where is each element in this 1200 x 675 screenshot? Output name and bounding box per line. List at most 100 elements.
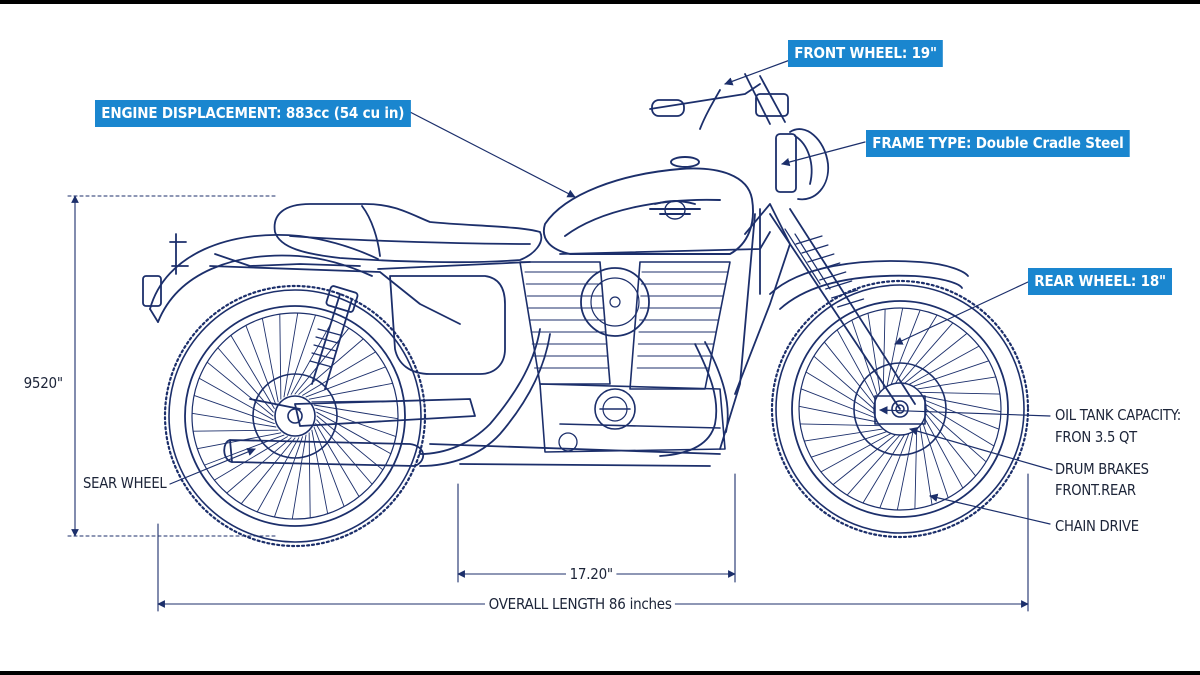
spoke [261,317,279,403]
fork-spring-coil [807,253,835,263]
spoke [810,431,888,458]
swingarm [249,285,476,427]
spoke [899,322,954,384]
spoke [313,404,399,420]
spoke [886,307,904,387]
drum-brakes-value: FRONT.REAR [1055,481,1136,499]
front-wheel-callout: FRONT WHEEL: 19" [788,40,944,67]
spoke [206,361,274,417]
fuel-tank [542,156,754,255]
spoke [313,426,345,507]
spoke [245,325,277,406]
exhaust [223,328,729,467]
spoke [922,395,1002,413]
oil-tank [389,275,506,375]
fork-spring-coil [795,235,823,245]
spoke [192,429,279,432]
spoke [813,355,875,410]
spoke [283,312,299,398]
rear-wheel-callout: REAR WHEEL: 18" [1028,268,1173,295]
rear-wheel [163,284,427,548]
height-dimension: 9520" [23,374,63,392]
spoke [230,334,275,409]
fork-spring-coil [825,280,853,290]
spoke [198,377,274,421]
spoke [308,432,311,519]
spoke [846,434,901,496]
spoke [919,425,933,506]
spoke [890,309,921,386]
fork-spring-coil [836,298,865,308]
spoke [302,351,377,396]
spoke [287,314,317,396]
spoke [193,394,275,424]
fork-spring-coil [831,289,859,299]
spoke [925,404,995,447]
spoke [191,412,277,428]
front-fender [769,260,969,310]
frame-type-callout: FRAME TYPE: Double Cradle Steel [866,130,1130,157]
spoke [912,360,990,387]
wheelbase-dimension: 17.20" [566,565,617,583]
front-wheel [770,279,1030,539]
spoke [923,417,964,489]
leader-lines [169,59,1053,525]
drum-brakes-label: DRUM BRAKES [1055,460,1149,478]
fork-spring-coil [819,271,847,281]
spoke [923,399,1000,430]
spoke [256,437,300,513]
spoke [895,314,938,384]
spoke [879,432,910,509]
spoke [213,436,288,481]
spoke [916,376,997,390]
spoke [832,434,896,486]
diagram-canvas: FRONT WHEEL: 19" ENGINE DISPLACEMENT: 88… [0,4,1200,671]
oil-tank-capacity-value: FRON 3.5 QT [1055,428,1137,446]
seat [273,203,543,264]
front-brake [874,395,926,425]
spoke [308,382,394,400]
spoke [851,319,878,397]
oil-tank-capacity-label: OIL TANK CAPACITY: [1055,406,1181,424]
spoke [805,371,875,414]
spoke [820,432,892,473]
motorcycle-drawing [67,59,1053,612]
spoke [240,437,296,505]
spoke [799,423,881,427]
spoke [925,408,987,463]
spoke [798,405,878,423]
spoke [919,391,1001,395]
spoke [273,436,303,518]
spoke [226,437,292,494]
spoke [316,419,373,485]
front-fork [649,73,916,410]
spoke [291,434,307,520]
spoke [803,428,884,442]
spoke [305,366,386,398]
spoke [908,345,980,386]
spoke [315,423,360,498]
chain-drive-label: CHAIN DRIVE [1055,517,1139,535]
dimension-lines [67,195,1029,612]
headlight [775,128,829,201]
overall-length-dimension: OVERALL LENGTH 86 inches [485,595,676,613]
spoke [867,312,881,393]
sear-wheel-label: SEAR WHEEL [83,474,167,492]
spoke [925,413,977,477]
spoke [316,411,392,455]
spoke [862,434,905,504]
spoke [914,428,918,510]
spoke [836,329,877,401]
fork-spring-coil [801,244,829,254]
engine [519,261,731,453]
spoke [896,431,914,511]
spoke [290,319,334,395]
spoke [904,332,968,384]
spoke [800,388,877,419]
spoke [922,421,949,499]
spoke [279,313,282,400]
engine-displacement-callout: ENGINE DISPLACEMENT: 883cc (54 cu in) [95,100,411,127]
spoke [311,429,329,515]
spoke [823,341,875,405]
spoke [882,308,886,390]
